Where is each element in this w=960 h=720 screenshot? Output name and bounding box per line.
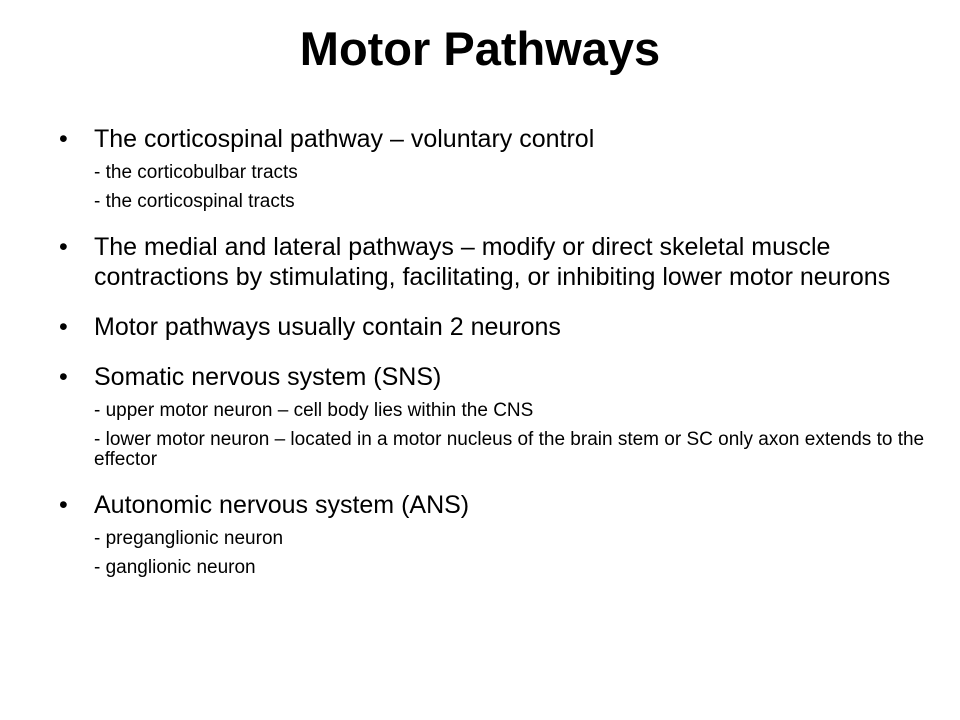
bullet-text: The medial and lateral pathways – modify…: [94, 233, 891, 291]
bullet-text: The corticospinal pathway – voluntary co…: [94, 125, 595, 153]
bullet-text: Somatic nervous system (SNS): [94, 363, 442, 391]
sub-item: - preganglionic neuron: [94, 528, 284, 549]
sub-item: - upper motor neuron – cell body lies wi…: [94, 400, 534, 421]
bullet-text: Autonomic nervous system (ANS): [94, 491, 470, 519]
slide-title: Motor Pathways: [299, 22, 661, 75]
bullet-item: • The medial and lateral pathways – modi…: [59, 232, 929, 292]
bullet-icon: •: [59, 125, 68, 153]
bullet-list: • The corticospinal pathway – voluntary …: [59, 124, 929, 578]
bullet-item: • Motor pathways usually contain 2 neuro…: [59, 312, 929, 342]
bullet-icon: •: [59, 233, 68, 261]
sub-item: - the corticospinal tracts: [94, 191, 295, 212]
sub-item: - lower motor neuron – located in a moto…: [94, 429, 925, 470]
bullet-text: Motor pathways usually contain 2 neurons: [94, 313, 561, 341]
sub-item: - the corticobulbar tracts: [94, 162, 298, 183]
bullet-icon: •: [59, 491, 68, 519]
sub-item: - ganglionic neuron: [94, 557, 256, 578]
bullet-icon: •: [59, 313, 68, 341]
bullet-item: • The corticospinal pathway – voluntary …: [59, 124, 929, 154]
bullet-item: • Autonomic nervous system (ANS): [59, 490, 929, 520]
bullet-item: • Somatic nervous system (SNS): [59, 362, 929, 392]
bullet-icon: •: [59, 363, 68, 391]
